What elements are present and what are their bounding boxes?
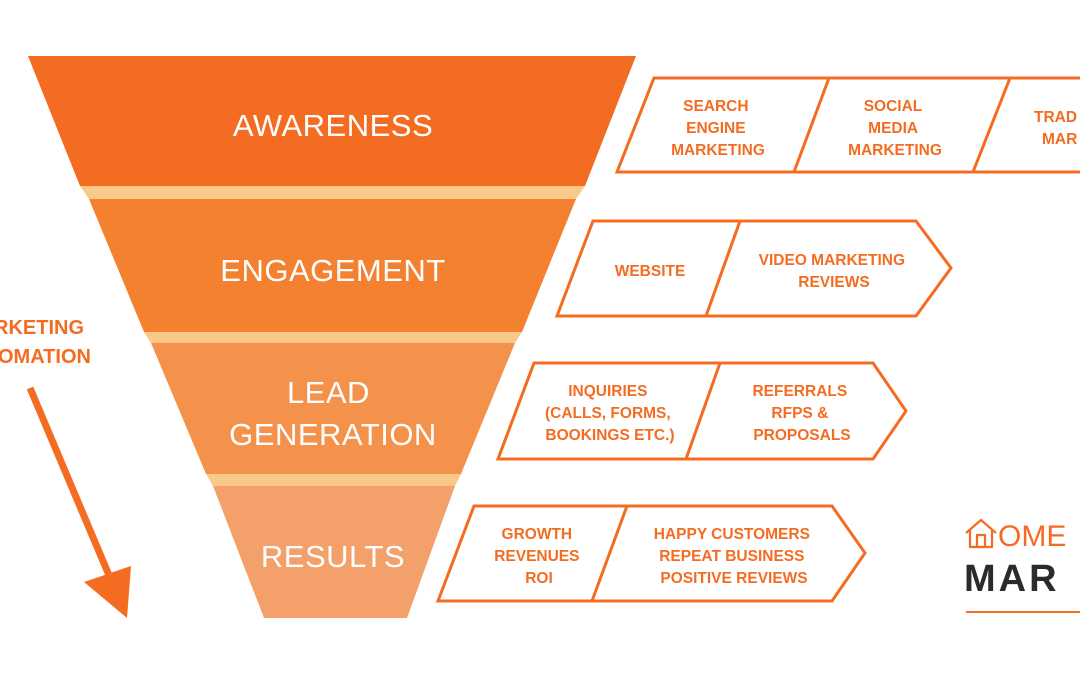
funnel-stage-awareness [28,56,636,186]
channel-box-results [435,504,867,603]
channel-box-engagement [554,219,953,318]
channel-divider [704,220,742,317]
house-icon [965,518,997,549]
down-right-arrow-icon [26,386,131,618]
channel-website: WEBSITE [615,263,686,280]
logo-top-text: OME [998,520,1066,553]
stage-label-results: RESULTS [261,539,405,574]
funnel-stage-engagement [89,199,576,332]
channel-box-awareness [614,76,1080,174]
channel-divider [971,77,1012,173]
stage-label-engagement: ENGAGEMENT [220,253,445,288]
channel-divider [684,362,722,460]
channel-divider [792,77,831,173]
channel-growth-revenues-roi: GROWTH REVENUES ROI [494,526,584,587]
channel-box-lead-generation [495,361,908,461]
channel-happy-customers: HAPPY CUSTOMERS REPEAT BUSINESS POSITIVE… [654,526,815,587]
marketing-automation-label: RKETING OMATION [0,317,91,368]
stage-label-awareness: AWARENESS [233,108,433,143]
funnel-stage-results [213,486,455,618]
logo-bottom-text: MAR [964,558,1060,600]
channel-inquiries: INQUIRIES (CALLS, FORMS, BOOKINGS ETC.) [545,383,675,444]
channel-search-engine-marketing: SEARCH ENGINE MARKETING [671,98,765,159]
channel-video-marketing-reviews: VIDEO MARKETING REVIEWS [759,252,910,291]
company-logo: OME MAR [964,518,1080,613]
funnel-separator [144,332,522,343]
stage-label-lead-generation: LEAD GENERATION [229,375,437,452]
channel-social-media-marketing: SOCIAL MEDIA MARKETING [848,98,942,159]
funnel-separator [206,474,461,486]
channel-referrals-rfps-proposals: REFERRALS RFPS & PROPOSALS [752,383,851,444]
channel-traditional-marketing: TRAD MAR [1034,109,1080,148]
funnel-stage-lead-generation [151,343,515,474]
funnel-separator [80,186,585,199]
channel-divider [590,505,629,602]
